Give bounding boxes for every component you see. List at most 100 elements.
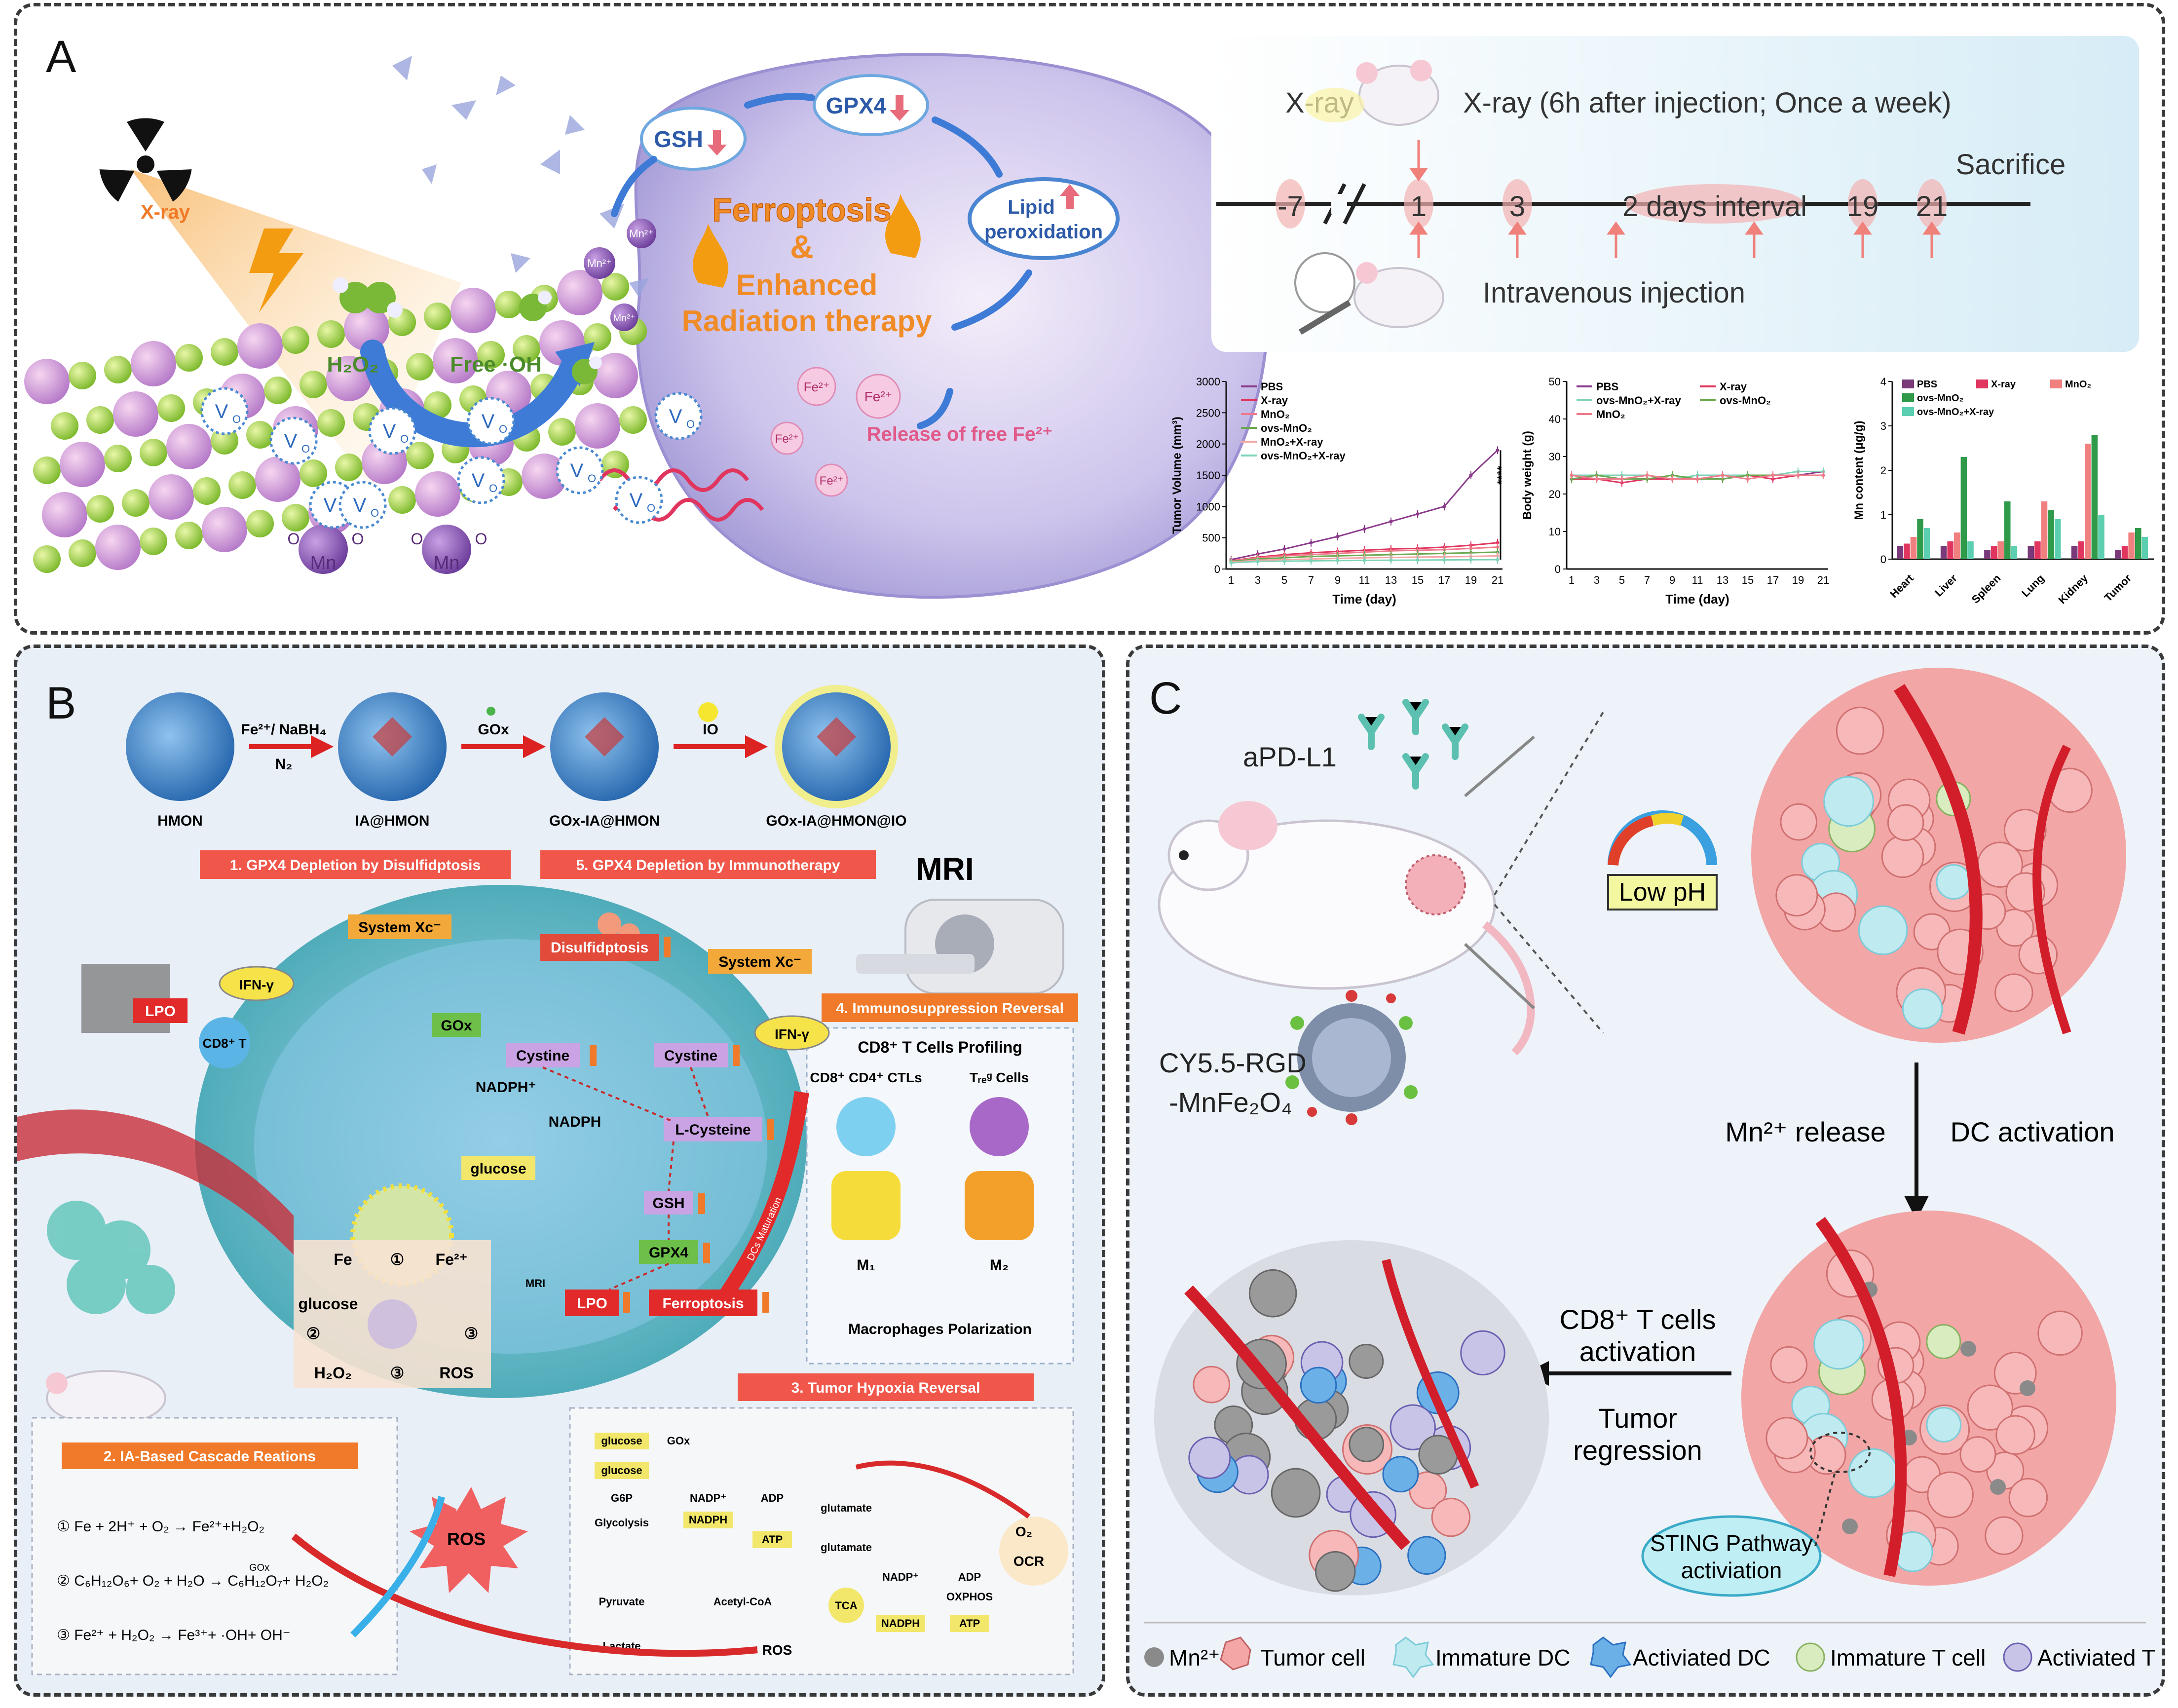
lattice-sphere — [228, 471, 256, 499]
category-label: Kidney — [2056, 571, 2090, 606]
cell — [1926, 1324, 1961, 1360]
oh-molecule-icon-2 — [572, 356, 602, 384]
lattice-sphere — [424, 391, 451, 419]
cy-label-1: CY5.5-RGD — [1159, 1047, 1307, 1078]
cystine-label-1: Cystine — [516, 1048, 569, 1064]
vessel-bl — [1184, 1285, 1410, 1550]
bar — [2054, 519, 2061, 559]
lattice-sphere — [255, 456, 300, 502]
down-arrow-icon — [890, 95, 909, 121]
bar — [1984, 550, 1990, 559]
cystine-label-2: Cystine — [664, 1048, 717, 1064]
legend-immature-dc: Immature DC — [1435, 1645, 1570, 1670]
x-tick-label: 5 — [1619, 574, 1625, 586]
data-point — [1746, 477, 1750, 481]
cell — [1848, 1448, 1898, 1498]
mn-dot-icon — [1144, 1647, 1164, 1667]
hypo-nadph1: NADPH — [689, 1514, 727, 1526]
lattice-sphere — [495, 291, 523, 318]
lattice-sphere — [619, 406, 647, 434]
x-tick-label: 19 — [1792, 574, 1804, 586]
bar — [2141, 537, 2148, 559]
data-point — [1416, 558, 1420, 562]
banner-1-text: 1. GPX4 Depletion by Disulfidptosis — [230, 857, 481, 873]
vo-label: V — [215, 401, 228, 422]
hypo-atp2: ATP — [959, 1617, 980, 1630]
legend-label: X-ray — [1261, 394, 1288, 407]
cycle-n1: ① — [390, 1251, 405, 1268]
cd8-line-1: CD8⁺ T cells — [1560, 1304, 1716, 1335]
vo-label: V — [570, 460, 584, 482]
lattice-sphere — [415, 471, 460, 517]
blood-vessel — [17, 1109, 294, 1255]
gpx4-box — [639, 1240, 698, 1264]
cycle-h2o2: H₂O₂ — [314, 1364, 352, 1382]
cycle-glucose: glucose — [299, 1295, 358, 1313]
banner-3-text: 3. Tumor Hypoxia Reversal — [791, 1380, 980, 1396]
lattice-sphere — [193, 477, 221, 505]
category-label: Lung — [2019, 572, 2047, 600]
vo-label: V — [669, 406, 682, 427]
vo-label: V — [482, 411, 495, 432]
low-ph-label: Low pH — [1619, 878, 1706, 907]
bar — [2011, 546, 2018, 559]
system-xc-box-2 — [708, 949, 812, 974]
vo-bubble — [457, 456, 505, 504]
y-tick-label: 0 — [1880, 553, 1886, 566]
lattice-sphere — [86, 406, 114, 434]
mn-label-1: Mn — [310, 553, 337, 573]
timeline-tick-19: 19 — [1847, 190, 1879, 223]
cycle-particle — [368, 1299, 417, 1349]
left-lpo-label: LPO — [145, 1003, 176, 1020]
synthesis-arrows — [249, 735, 768, 759]
panel-c: aPD-L1 CY5.5-RGD -MnFe₂O₄ Low pH Mn²⁺ re… — [1126, 645, 2165, 1697]
data-point — [1256, 560, 1260, 564]
bar — [1997, 541, 2004, 559]
ros-arrow — [291, 1533, 758, 1657]
lattice-sphere — [557, 270, 602, 315]
data-point — [1695, 477, 1699, 481]
y-tick-label: 40 — [1549, 413, 1561, 425]
lattice-sphere — [575, 403, 620, 449]
lattice-sphere — [95, 525, 141, 570]
step-gox-ia-hmon: GOx-IA@HMON — [549, 813, 660, 829]
y-tick-label: 0 — [1214, 563, 1220, 575]
ifn-pill — [219, 966, 295, 1001]
vessel-br — [1815, 1216, 1907, 1577]
synthesis-row — [126, 685, 898, 808]
data-point — [1595, 477, 1599, 481]
lcysteine-box — [664, 1117, 762, 1141]
y-tick-label: 2000 — [1196, 438, 1220, 451]
reaction-3: ③ Fe²⁺ + H₂O₂ → Fe³⁺+ ·OH+ OH⁻ — [57, 1627, 291, 1643]
legend-swatch — [1902, 380, 1914, 388]
mn-ion-label-1: Mn²⁺ — [587, 257, 612, 269]
mn-dot — [1960, 1341, 1976, 1357]
tumor-line-2: regression — [1573, 1435, 1702, 1466]
zoom-line-2 — [1494, 904, 1604, 1034]
ctl-label: CD8⁺ CD4⁺ CTLs — [810, 1070, 922, 1085]
cell — [1389, 1404, 1436, 1450]
x-tick-label: 19 — [1465, 574, 1477, 586]
lattice-sphere — [300, 459, 327, 487]
ferroptosis-title: Ferroptosis — [712, 191, 891, 228]
legend-label: X-ray — [1991, 379, 2016, 390]
data-point — [1496, 545, 1500, 549]
vo-bubble — [368, 407, 416, 455]
cell — [1985, 1516, 2024, 1555]
nanoparticle-icon — [1285, 990, 1418, 1125]
glucose-label: glucose — [470, 1161, 526, 1177]
m2-macrophage-icon — [965, 1171, 1034, 1240]
reaction-arrow — [350, 1496, 445, 1637]
m1-macrophage-icon — [831, 1171, 901, 1240]
hypo-pyruvate: Pyruvate — [599, 1595, 645, 1608]
down-arrow-icon — [707, 130, 727, 155]
bar — [1954, 532, 1960, 559]
data-point — [1620, 477, 1624, 481]
cell — [1775, 874, 1818, 917]
legend-activated-dc: Activiated DC — [1633, 1645, 1770, 1670]
data-point — [1442, 558, 1446, 562]
system-xc-label-2: System Xᴄ⁻ — [718, 954, 801, 970]
legend-swatch — [1902, 407, 1914, 416]
